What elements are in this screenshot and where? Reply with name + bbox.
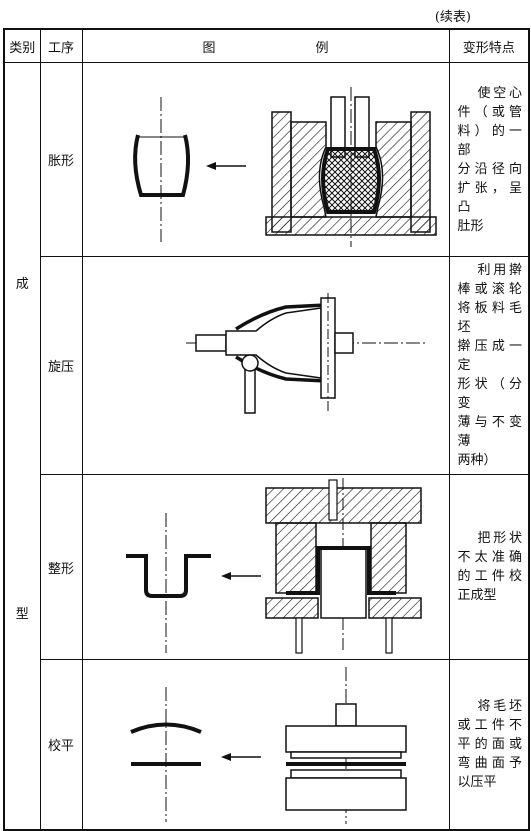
category-char-2: 型 (15, 607, 29, 622)
feature-line: 利用擀 (477, 263, 523, 278)
feature-line: 平的面或 (457, 736, 523, 752)
feature-line: 使空心 (477, 85, 523, 101)
feature-line: 薄与不变薄 (457, 415, 523, 449)
bulging-diagram (132, 87, 437, 247)
feature-line: 的工件校 (457, 569, 523, 584)
header-figure-right: 例 (315, 40, 329, 56)
continued-label: (续表) (434, 10, 471, 25)
features-cell: 把形状 不太准确 的工件校 正成型 (448, 474, 530, 660)
figure-restriking (81, 474, 450, 660)
feature-line: 件（或管 (457, 104, 523, 120)
feature-line: 两种） (457, 453, 497, 468)
header-category: 类别 (3, 28, 41, 63)
header-process: 工序 (39, 28, 83, 63)
feature-line: 将板料毛坯 (457, 301, 523, 335)
feature-line: 料）的一部 (457, 123, 523, 158)
features-cell: 利用擀 棒或滚轮 将板料毛坯 擀压成一定 形状（分变 薄与不变薄 两种） (448, 256, 530, 475)
table-row: 旋压 利用擀 棒或滚轮 将板料毛坯 擀压成一定 形状（分变 薄与不变薄 两种） (4, 256, 530, 475)
table-row: 成 型 胀形 (3, 62, 530, 830)
figure-flattening (81, 659, 450, 830)
process-cell: 胀形 (39, 62, 83, 257)
feature-line: 或工件不 (457, 717, 523, 733)
feature-line: 扩张，呈凸 (457, 180, 523, 215)
feature-line: 将毛坯 (477, 698, 523, 714)
feature-line: 肚形 (457, 218, 484, 234)
feature-line: 棒或滚轮 (457, 282, 523, 297)
feature-line: 正成型 (457, 588, 497, 603)
flattening-diagram (129, 666, 407, 824)
feature-line: 擀压成一定 (457, 339, 523, 373)
feature-line: 不太准确 (457, 550, 523, 565)
process-cell: 旋压 (39, 256, 83, 475)
spinning-diagram (185, 293, 426, 414)
feature-line: 弯曲面予 (457, 755, 523, 771)
feature-line: 以压平 (457, 774, 497, 790)
header-row: 类别 工序 图例 变形特点 (3, 28, 530, 63)
features-cell: 将毛坯 或工件不 平的面或 弯曲面予 以压平 (448, 659, 530, 830)
feature-line: 把形状 (477, 531, 523, 546)
figure-spinning (81, 256, 450, 475)
header-figure: 图例 (81, 28, 450, 63)
process-cell: 整形 (39, 474, 83, 660)
forming-process-table: 类别 工序 图例 变形特点 成 型 胀形 (3, 28, 530, 831)
feature-line: 形状（分变 (457, 377, 523, 411)
feature-line: 分沿径向 (457, 161, 523, 177)
table-row: 整形 (4, 474, 530, 660)
restriking-diagram (125, 478, 422, 654)
process-cell: 校平 (39, 659, 83, 830)
category-char-1: 成 (15, 277, 29, 292)
category-cell: 成 型 (3, 62, 41, 830)
header-features: 变形特点 (448, 28, 530, 63)
figure-bulging (81, 62, 450, 257)
header-figure-left: 图 (202, 40, 216, 56)
table-row: 校平 将毛坯 或工件不 平的面或 (4, 659, 530, 830)
features-cell: 使空心 件（或管 料）的一部 分沿径向 扩张，呈凸 肚形 (448, 62, 530, 257)
